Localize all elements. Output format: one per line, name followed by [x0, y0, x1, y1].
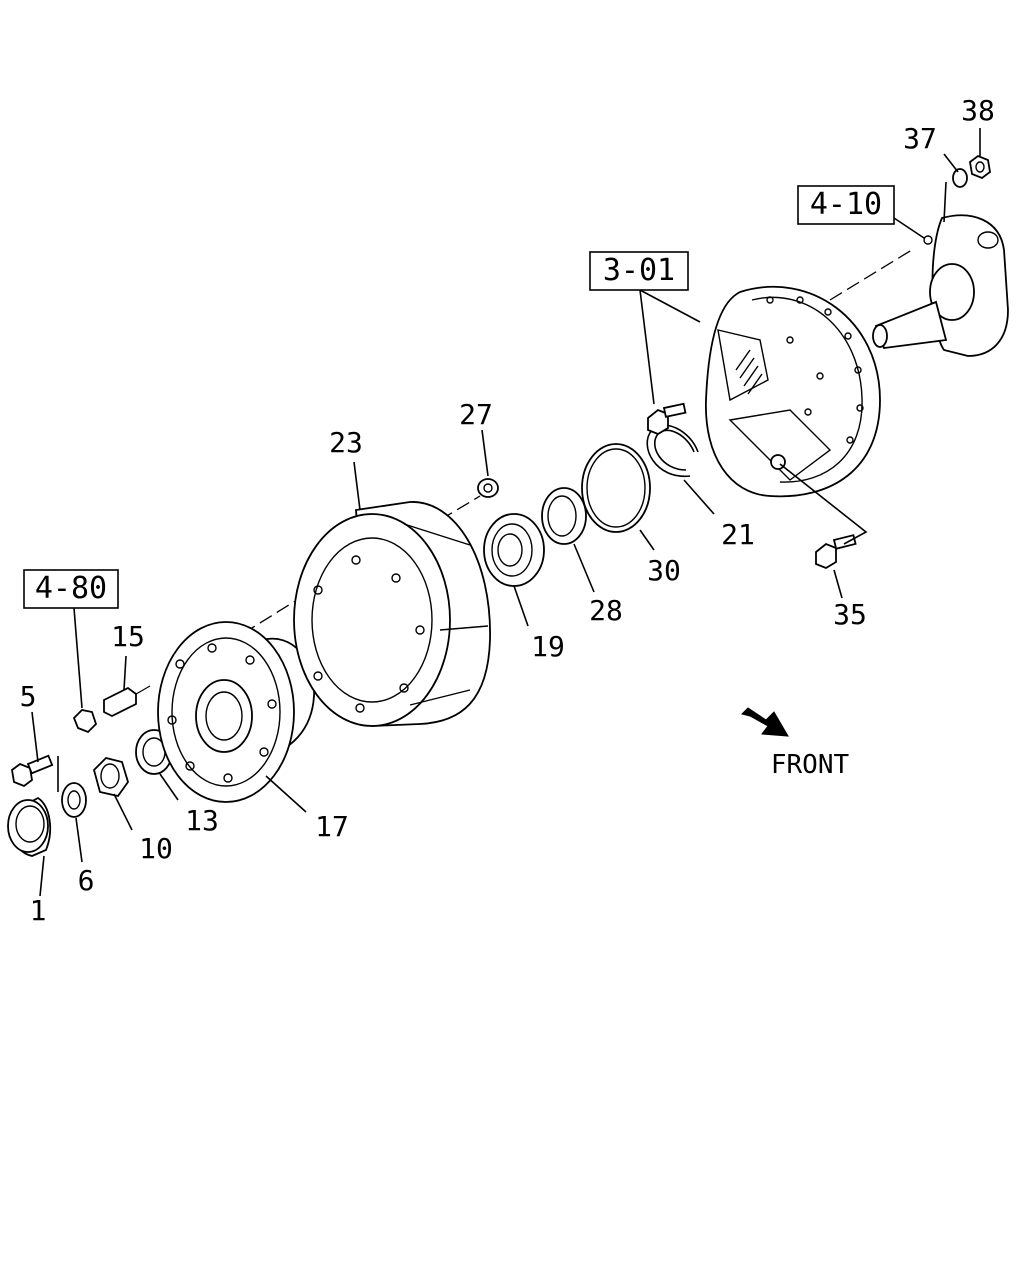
leader-lines	[31, 128, 981, 897]
front-direction-indicator: FRONT	[741, 707, 850, 780]
bolt-part	[11, 754, 54, 788]
callout-10: 10	[139, 832, 173, 865]
lock-washer-part	[61, 782, 87, 818]
callout-30: 30	[647, 554, 681, 587]
callout-28: 28	[589, 594, 623, 627]
hub-nut-part	[92, 757, 129, 798]
callout-35: 35	[833, 598, 867, 631]
callout-37: 37	[903, 122, 937, 155]
brake-bolt-part	[647, 402, 687, 436]
callout-21: 21	[721, 518, 755, 551]
front-arrow-icon	[741, 707, 789, 737]
wheel-nut-part	[72, 709, 98, 734]
inner-bearing-part	[483, 513, 545, 587]
callout-27: 27	[459, 398, 493, 431]
hub-cap-part	[7, 796, 52, 857]
sensor-ring-part	[581, 443, 651, 533]
washer-37-part	[952, 168, 968, 188]
brake-assembly-part	[705, 286, 881, 498]
steering-knuckle-part	[872, 214, 1009, 357]
ref-label-4-80: 4-80	[35, 571, 107, 606]
callout-numbers: 1 5 6 10 13 15 17 19 21 23 27 28 30 35 3…	[20, 94, 995, 927]
nut-38-part	[969, 154, 991, 180]
front-label: FRONT	[771, 750, 850, 780]
callout-23: 23	[329, 426, 363, 459]
ref-box-4-80[interactable]: 4-80	[23, 569, 119, 609]
callout-6: 6	[78, 864, 95, 897]
callout-15: 15	[111, 620, 145, 653]
wheel-stud-part	[103, 685, 151, 718]
callout-17: 17	[315, 810, 349, 843]
ref-box-3-01[interactable]: 3-01	[589, 251, 689, 291]
ref-label-4-10: 4-10	[810, 187, 882, 222]
brake-drum-part	[293, 501, 491, 727]
oil-seal-part	[541, 487, 587, 545]
wheel-hub-part	[157, 621, 315, 803]
backplate-bolt-part	[815, 534, 857, 570]
callout-5: 5	[20, 680, 37, 713]
callout-38: 38	[961, 94, 995, 127]
callout-1: 1	[30, 894, 47, 927]
drum-washer-part	[477, 478, 499, 498]
ref-label-3-01: 3-01	[603, 253, 675, 288]
callout-13: 13	[185, 804, 219, 837]
callout-19: 19	[531, 630, 565, 663]
ref-box-4-10[interactable]: 4-10	[797, 185, 895, 225]
